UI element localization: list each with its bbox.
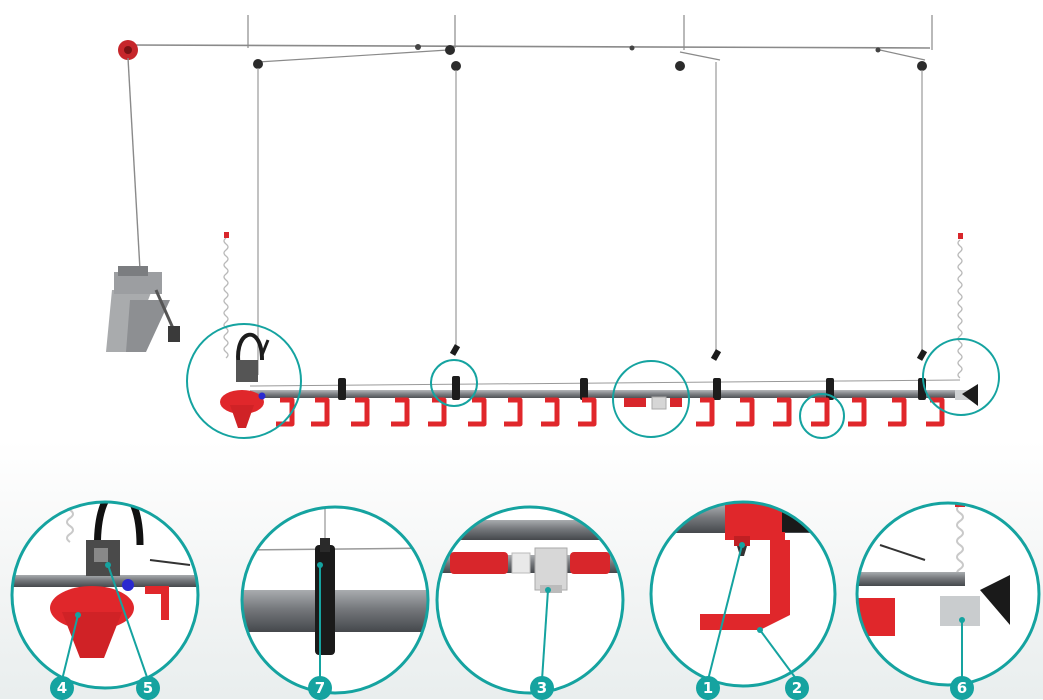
detail-drinker <box>650 490 840 686</box>
callout-badge-7: 7 <box>308 676 332 700</box>
callout-number-5: 5 <box>143 679 153 697</box>
main-pipe <box>250 390 970 398</box>
detail-end-valve <box>855 497 1039 685</box>
callout-badge-2: 2 <box>785 676 809 700</box>
callout-badge-6: 6 <box>950 676 974 700</box>
callout-number-3: 3 <box>537 679 547 697</box>
coupling-icon <box>624 397 682 409</box>
red-pulley-icon <box>118 40 138 60</box>
callout-badge-5: 5 <box>136 676 160 700</box>
callout-number-2: 2 <box>792 679 802 697</box>
left-standpipe <box>224 232 229 358</box>
callout-number-7: 7 <box>315 679 325 697</box>
right-standpipe <box>958 233 963 378</box>
drinker-cup-icon <box>276 400 942 424</box>
winch-icon <box>106 266 180 352</box>
drinking-line <box>220 335 978 428</box>
callout-badge-1: 1 <box>696 676 720 700</box>
callout-badge-3: 3 <box>530 676 554 700</box>
callout-badge-4: 4 <box>50 676 74 700</box>
detail-coupling <box>435 507 635 693</box>
end-valve-icon <box>955 384 978 406</box>
callout-number-1: 1 <box>703 679 713 697</box>
callout-number-6: 6 <box>957 679 967 697</box>
highlight-end-valve <box>923 339 999 415</box>
callout-number-4: 4 <box>57 679 67 697</box>
suspension-system <box>118 15 932 375</box>
detail-saddle-clamp <box>240 490 440 693</box>
detail-regulator <box>0 470 210 688</box>
